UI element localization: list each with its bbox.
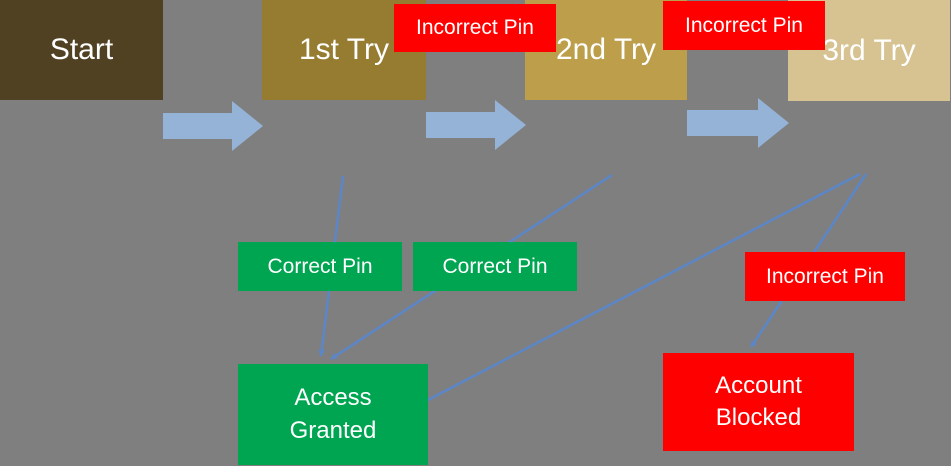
label-correct-pin-2-text: Correct Pin	[442, 254, 548, 278]
node-account-blocked: Account Blocked	[663, 353, 854, 451]
label-correct-pin-1-text: Correct Pin	[267, 254, 373, 278]
flow-arrow-try2-to-try3	[687, 98, 789, 148]
node-1st-try-label: 1st Try	[298, 33, 389, 66]
label-incorrect-pin-2: Incorrect Pin	[663, 1, 825, 50]
node-3rd-try-label: 3rd Try	[822, 33, 916, 67]
flow-arrow-try1-to-try2	[426, 100, 526, 150]
node-account-blocked-label: Account Blocked	[715, 371, 802, 431]
node-start: Start	[0, 0, 163, 100]
label-incorrect-pin-3: Incorrect Pin	[745, 252, 905, 301]
connector-try3-to-access-granted	[404, 172, 861, 414]
label-incorrect-pin-2-text: Incorrect Pin	[685, 13, 803, 37]
flow-arrow-start-to-try1	[163, 101, 263, 151]
node-access-granted: Access Granted	[238, 364, 428, 465]
node-start-label: Start	[49, 33, 114, 66]
label-incorrect-pin-3-text: Incorrect Pin	[766, 264, 884, 288]
label-incorrect-pin-1-text: Incorrect Pin	[416, 16, 534, 39]
label-correct-pin-2: Correct Pin	[413, 242, 577, 291]
label-incorrect-pin-1: Incorrect Pin	[394, 4, 556, 52]
label-correct-pin-1: Correct Pin	[238, 242, 402, 291]
node-access-granted-label: Access Granted	[289, 384, 377, 444]
node-2nd-try-label: 2nd Try	[555, 33, 657, 66]
